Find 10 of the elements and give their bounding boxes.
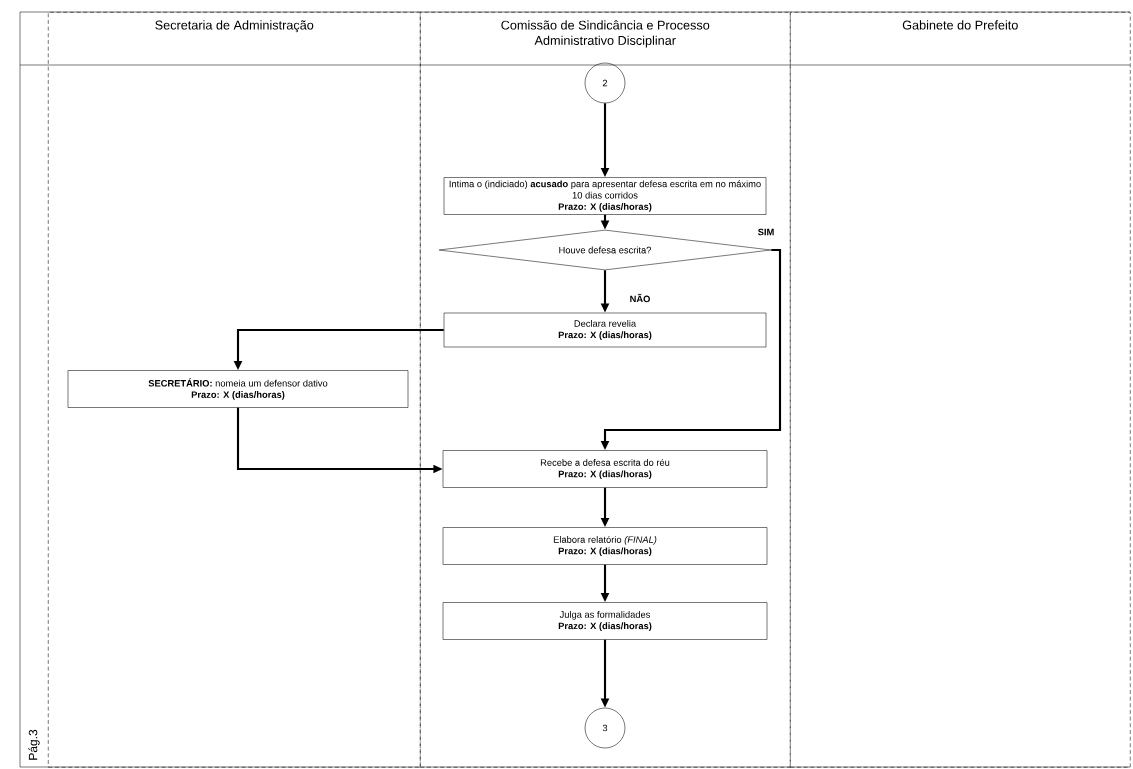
page-number: Pág.3 [28,729,40,760]
process-box: SECRETÁRIO: nomeia um defensor dativo Prazo: X (dias/horas) [67,370,409,408]
process-box: Recebe a defesa escrita do réu Prazo: X (dias/horas) [442,450,768,488]
process-box: Julga as formalidades Prazo: X (dias/horas) [442,602,768,640]
edge-label: NÃO [630,293,650,303]
swimlane: Gabinete do Prefeito [790,12,1131,768]
process-box: Elabora relatório (FINAL) Prazo: X (dias/horas) [442,527,768,565]
edge-label: SIM [758,228,774,236]
process-box: Declara revelia Prazo: X (dias/horas) [443,312,767,348]
process-box: Intima o (indiciado) acusado para apresentar defesa escrita em no máximo 10 dias corridos Prazo: X (dias/horas) [443,177,767,215]
